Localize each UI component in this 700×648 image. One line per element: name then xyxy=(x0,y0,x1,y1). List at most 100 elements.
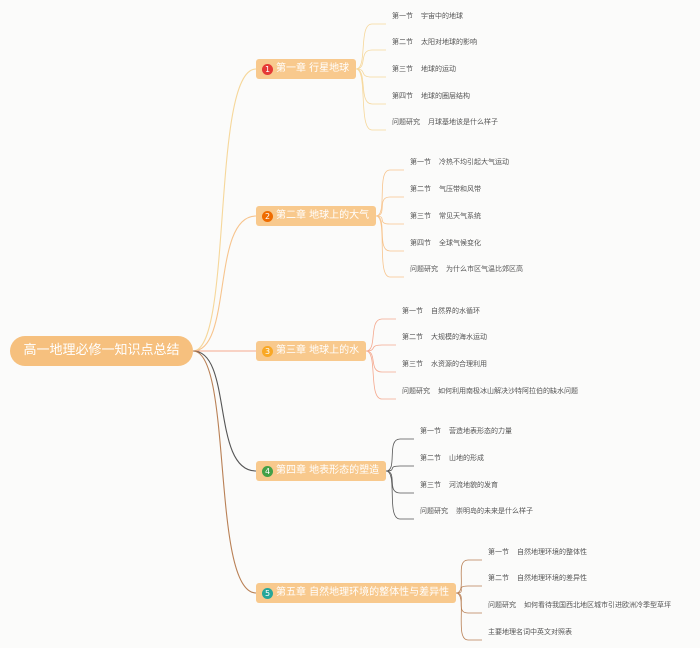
chapter-number-badge: 1 xyxy=(262,63,273,75)
root-link-1 xyxy=(192,68,257,352)
section-item[interactable]: 主要地理名词中英文对照表 xyxy=(488,627,572,637)
section-link xyxy=(375,169,404,217)
chapter-label: 第三章 地球上的水 xyxy=(276,345,360,356)
section-item[interactable]: 第一节宇宙中的地球 xyxy=(392,11,463,21)
section-number: 第一节 xyxy=(420,427,441,435)
section-title: 大规模的海水运动 xyxy=(431,333,487,341)
section-item[interactable]: 第一节冷热不均引起大气运动 xyxy=(410,157,509,167)
section-item[interactable]: 第四节全球气候变化 xyxy=(410,238,481,248)
section-item[interactable]: 第三节常见天气系统 xyxy=(410,211,481,221)
root-link-2 xyxy=(192,215,257,352)
section-link xyxy=(355,23,386,70)
section-number: 问题研究 xyxy=(392,118,420,126)
section-link xyxy=(365,350,396,373)
section-link xyxy=(375,215,404,278)
section-item[interactable]: 第一节营造地表形态的力量 xyxy=(420,426,512,436)
section-item[interactable]: 第一节自然地理环境的整体性 xyxy=(488,547,587,557)
section-link xyxy=(355,68,386,131)
section-item[interactable]: 第三节河流地貌的发育 xyxy=(420,480,498,490)
section-title: 山地的形成 xyxy=(449,454,484,462)
section-link xyxy=(455,559,482,594)
section-title: 地球的圈层结构 xyxy=(421,92,470,100)
section-number: 第四节 xyxy=(410,239,431,247)
section-item[interactable]: 第三节地球的运动 xyxy=(392,64,456,74)
section-link xyxy=(385,465,414,472)
root-link-5 xyxy=(192,350,257,594)
section-title: 如何利用南极冰山解决沙特阿拉伯的缺水问题 xyxy=(438,387,578,395)
section-item[interactable]: 问题研究如何利用南极冰山解决沙特阿拉伯的缺水问题 xyxy=(402,386,578,396)
section-number: 第三节 xyxy=(392,65,413,73)
section-number: 第一节 xyxy=(402,307,423,315)
section-title: 河流地貌的发育 xyxy=(449,481,498,489)
section-item[interactable]: 第二节自然地理环境的差异性 xyxy=(488,573,587,583)
section-title: 月球基地该是什么样子 xyxy=(428,118,498,126)
chapter-label: 第一章 行星地球 xyxy=(276,63,350,74)
section-item[interactable]: 第二节山地的形成 xyxy=(420,453,484,463)
section-title: 如何看待我国西北地区城市引进欧洲冷季型草坪 xyxy=(524,601,671,609)
section-title: 常见天气系统 xyxy=(439,212,481,220)
section-title: 崇明岛的未来是什么样子 xyxy=(456,507,533,515)
section-title: 冷热不均引起大气运动 xyxy=(439,158,509,166)
chapter-number-badge: 3 xyxy=(262,345,273,357)
section-link xyxy=(375,215,404,225)
section-item[interactable]: 问题研究为什么市区气温比郊区高 xyxy=(410,264,523,274)
section-number: 第一节 xyxy=(488,548,509,556)
section-number: 第一节 xyxy=(410,158,431,166)
section-link xyxy=(355,49,386,70)
section-link xyxy=(385,438,414,472)
section-item[interactable]: 问题研究崇明岛的未来是什么样子 xyxy=(420,506,533,516)
section-number: 第二节 xyxy=(488,574,509,582)
section-title: 为什么市区气温比郊区高 xyxy=(446,265,523,273)
section-item[interactable]: 问题研究如何看待我国西北地区城市引进欧洲冷季型草坪 xyxy=(488,600,671,610)
section-link xyxy=(355,68,386,78)
section-title: 地球的运动 xyxy=(421,65,456,73)
section-item[interactable]: 第二节太阳对地球的影响 xyxy=(392,37,477,47)
section-number: 问题研究 xyxy=(420,507,448,515)
section-number: 第四节 xyxy=(392,92,413,100)
section-number: 第二节 xyxy=(410,185,431,193)
chapter-number-badge: 4 xyxy=(262,465,273,477)
chapter-label: 第五章 自然地理环境的整体性与差异性 xyxy=(276,587,450,598)
section-title: 主要地理名词中英文对照表 xyxy=(488,628,572,636)
chapter-number-badge: 2 xyxy=(262,210,273,222)
section-item[interactable]: 问题研究月球基地该是什么样子 xyxy=(392,117,498,127)
section-title: 营造地表形态的力量 xyxy=(449,427,512,435)
section-link xyxy=(365,350,396,400)
section-item[interactable]: 第一节自然界的水循环 xyxy=(402,306,480,316)
chapter-number-badge: 5 xyxy=(262,587,273,599)
section-item[interactable]: 第二节大规模的海水运动 xyxy=(402,332,487,342)
section-number: 第二节 xyxy=(402,333,423,341)
root-link-4 xyxy=(192,350,257,472)
section-item[interactable]: 第三节水资源的合理利用 xyxy=(402,359,487,369)
section-item[interactable]: 第四节地球的圈层结构 xyxy=(392,91,470,101)
section-number: 第三节 xyxy=(420,481,441,489)
section-number: 问题研究 xyxy=(410,265,438,273)
section-title: 宇宙中的地球 xyxy=(421,12,463,20)
section-link xyxy=(455,592,482,641)
root-node[interactable]: 高一地理必修一知识点总结 xyxy=(10,336,193,366)
section-link xyxy=(365,344,396,352)
section-link xyxy=(385,470,414,520)
section-number: 问题研究 xyxy=(402,387,430,395)
section-number: 第三节 xyxy=(410,212,431,220)
section-link xyxy=(365,318,396,352)
section-item[interactable]: 第二节气压带和风带 xyxy=(410,184,481,194)
section-title: 全球气候变化 xyxy=(439,239,481,247)
section-number: 第三节 xyxy=(402,360,423,368)
section-number: 第二节 xyxy=(392,38,413,46)
section-title: 水资源的合理利用 xyxy=(431,360,487,368)
chapter-label: 第四章 地表形态的塑造 xyxy=(276,465,380,476)
section-number: 问题研究 xyxy=(488,601,516,609)
chapter-label: 第二章 地球上的大气 xyxy=(276,210,370,221)
section-title: 自然地理环境的整体性 xyxy=(517,548,587,556)
section-number: 第二节 xyxy=(420,454,441,462)
section-link xyxy=(375,196,404,217)
section-title: 太阳对地球的影响 xyxy=(421,38,477,46)
